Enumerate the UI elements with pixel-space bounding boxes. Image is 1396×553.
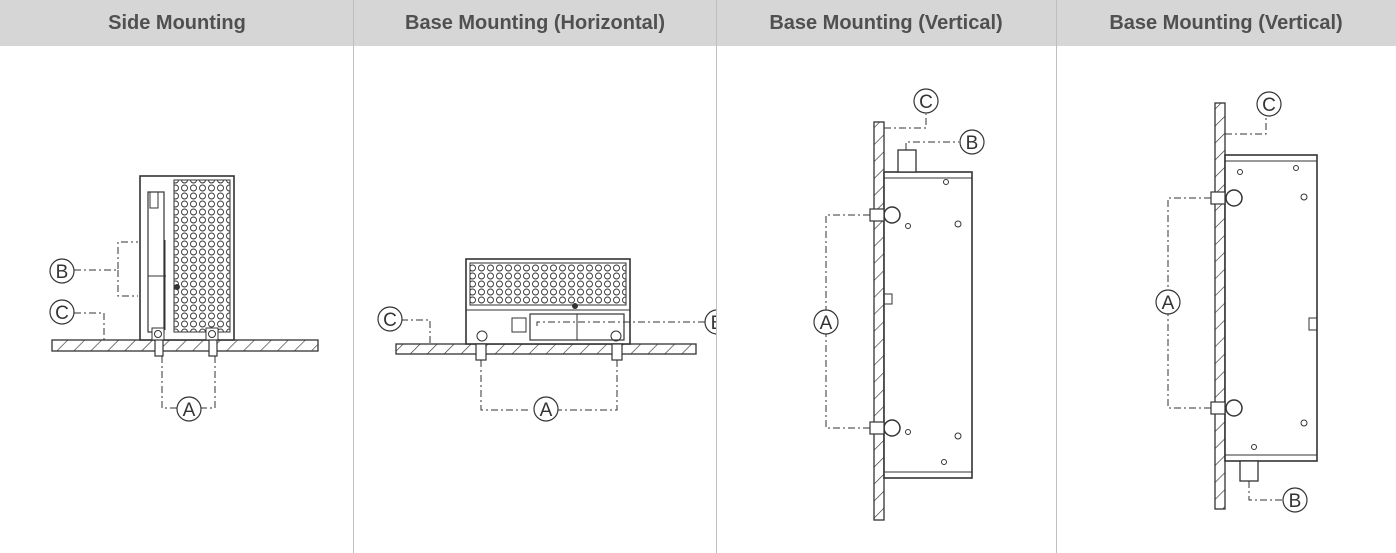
base-mounting-vertical-diagram-2: A C B bbox=[1155, 91, 1318, 513]
column-divider bbox=[716, 0, 717, 553]
mounting-surface bbox=[395, 343, 697, 355]
label-c: C bbox=[1262, 95, 1276, 116]
label-a-callout bbox=[1155, 289, 1181, 315]
label-b: B bbox=[1289, 491, 1302, 512]
column-divider bbox=[1056, 0, 1057, 553]
label-b: B bbox=[56, 262, 69, 283]
label-b: B bbox=[711, 313, 716, 334]
label-a-callout bbox=[533, 396, 559, 422]
label-a-callout bbox=[813, 309, 839, 335]
label-c-callout bbox=[1256, 91, 1282, 117]
label-c-callout bbox=[49, 299, 75, 325]
label-a: A bbox=[820, 313, 833, 334]
power-supply-side-view bbox=[139, 175, 235, 341]
column-divider bbox=[353, 0, 354, 553]
base-mounting-vertical-diagram-1: A C B bbox=[813, 88, 985, 521]
label-b: B bbox=[966, 133, 979, 154]
label-c-callout bbox=[913, 88, 939, 114]
label-a: A bbox=[540, 400, 553, 421]
label-b-callout bbox=[49, 258, 75, 284]
label-c: C bbox=[919, 92, 933, 113]
power-supply-vertical-body bbox=[883, 149, 973, 479]
header-base-mounting-vertical-1: Base Mounting (Vertical) bbox=[716, 0, 1056, 46]
label-a: A bbox=[183, 400, 196, 421]
side-mounting-diagram: A B C bbox=[49, 175, 319, 422]
label-b-callout bbox=[704, 309, 716, 335]
mounting-wall bbox=[1214, 102, 1226, 510]
label-a-callout bbox=[176, 396, 202, 422]
mounting-surface bbox=[51, 339, 319, 352]
label-c: C bbox=[55, 303, 69, 324]
label-b-callout bbox=[1282, 487, 1308, 513]
header-base-mounting-horizontal: Base Mounting (Horizontal) bbox=[354, 0, 716, 46]
power-supply-vertical-body bbox=[1224, 154, 1318, 482]
header-side-mounting: Side Mounting bbox=[0, 0, 354, 46]
label-c-callout bbox=[377, 306, 403, 332]
base-mounting-horizontal-diagram: A C B bbox=[377, 258, 716, 422]
power-supply-top-view bbox=[465, 258, 631, 345]
mounting-wall bbox=[873, 121, 885, 521]
header-base-mounting-vertical-2: Base Mounting (Vertical) bbox=[1056, 0, 1396, 46]
label-c: C bbox=[383, 310, 397, 331]
label-b-callout bbox=[959, 129, 985, 155]
label-a: A bbox=[1162, 293, 1175, 314]
